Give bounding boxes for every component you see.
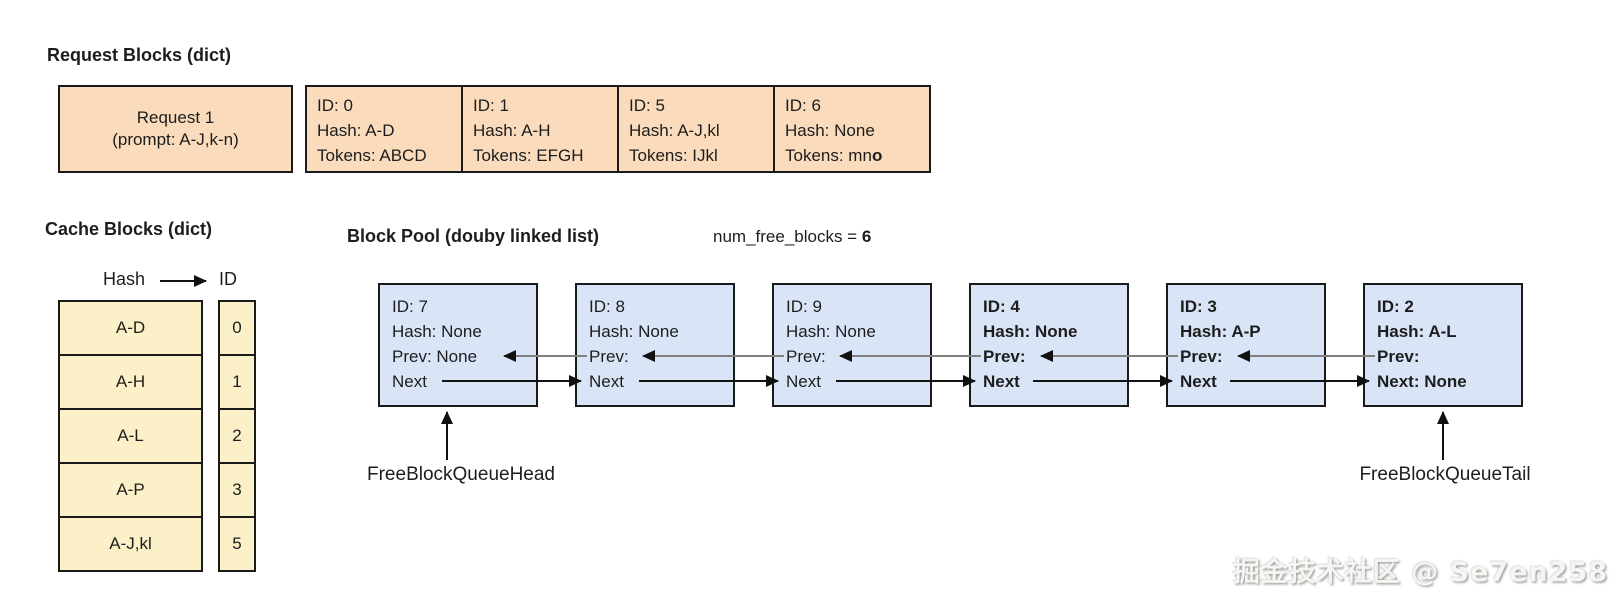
request-block-tokens: Tokens: ABCD [317, 146, 427, 165]
pool-block-prev: Prev: None [392, 347, 478, 366]
cache-id-cell: 0 [218, 300, 256, 356]
free-block-queue-tail-label: FreeBlockQueueTail [1359, 464, 1531, 485]
request-block-hash: Hash: A-H [473, 121, 551, 140]
pool-block-prev: Prev: [1180, 347, 1223, 366]
request-block-tokens: Tokens: EFGH [473, 146, 584, 165]
free-block-queue-head-label: FreeBlockQueueHead [367, 464, 555, 485]
request-block-hash: Hash: A-D [317, 121, 395, 140]
pool-block-hash: Hash: A-L [1377, 322, 1457, 341]
pool-block-id7: ID: 7 Hash: None Prev: None Next [378, 283, 538, 407]
pool-block-prev: Prev: [786, 347, 826, 366]
request-block-tokens: Tokens: IJkl [629, 146, 718, 165]
pool-block-id8: ID: 8 Hash: None Prev: Next [575, 283, 735, 407]
request-block-tokens: Tokens: mno [785, 146, 883, 165]
cache-id-column: 0 1 2 3 5 [218, 300, 256, 572]
request-section-title: Request Blocks (dict) [47, 45, 232, 65]
pool-block-prev: Prev: [589, 347, 629, 366]
cache-hash-cell: A-J,kl [58, 516, 203, 572]
request-block-hash: Hash: None [785, 121, 875, 140]
cache-hash-cell: A-D [58, 300, 203, 356]
pool-block-id: ID: 9 [786, 297, 822, 316]
request-block-id: ID: 1 [473, 96, 509, 115]
num-free-blocks-label: num_free_blocks = [713, 227, 862, 246]
pool-block-next: Next [786, 372, 821, 391]
pool-block-hash: Hash: None [589, 322, 679, 341]
cache-header-hash-label: Hash [103, 269, 146, 289]
cache-hash-cell: A-L [58, 408, 203, 464]
pool-section-title: Block Pool (douby linked list) [347, 226, 600, 246]
pool-block-id2: ID: 2 Hash: A-L Prev: Next: None [1363, 283, 1523, 407]
request-block-id0: ID: 0 Hash: A-D Tokens: ABCD [305, 85, 463, 173]
cache-section-title: Cache Blocks (dict) [45, 219, 213, 239]
cache-id-cell: 5 [218, 516, 256, 572]
pool-block-id: ID: 2 [1377, 297, 1414, 316]
pool-block-next: Next [589, 372, 624, 391]
request-block-hash: Hash: A-J,kl [629, 121, 720, 140]
cache-id-cell: 2 [218, 408, 256, 464]
request-box-line2: (prompt: A-J,k-n) [112, 130, 239, 149]
pool-block-id: ID: 4 [983, 297, 1020, 316]
request-box-line1: Request 1 [136, 108, 215, 127]
pool-block-next: Next [1180, 372, 1217, 391]
cache-id-cell: 1 [218, 354, 256, 410]
pool-block-next: Next [392, 372, 427, 391]
request-block-id: ID: 0 [317, 96, 353, 115]
num-free-blocks-value: 6 [861, 227, 872, 246]
cache-hash-cell: A-P [58, 462, 203, 518]
num-free-blocks-counter: num_free_blocks = 6 [713, 227, 871, 247]
cache-hash-cell: A-H [58, 354, 203, 410]
request-block-id6: ID: 6 Hash: None Tokens: mno [773, 85, 931, 173]
pool-block-hash: Hash: None [786, 322, 876, 341]
cache-id-cell: 3 [218, 462, 256, 518]
request-box: Request 1 (prompt: A-J,k-n) [58, 85, 293, 173]
pool-block-id: ID: 3 [1180, 297, 1217, 316]
cache-hash-column: A-D A-H A-L A-P A-J,kl [58, 300, 203, 572]
request-block-id5: ID: 5 Hash: A-J,kl Tokens: IJkl [617, 85, 775, 173]
pool-block-hash: Hash: None [392, 322, 482, 341]
cache-header-id-label: ID [219, 269, 237, 289]
pool-block-id4: ID: 4 Hash: None Prev: Next [969, 283, 1129, 407]
pool-block-id: ID: 7 [392, 297, 428, 316]
pool-block-hash: Hash: None [983, 322, 1078, 341]
pool-block-next: Next: None [1377, 372, 1467, 391]
pool-block-next: Next [983, 372, 1020, 391]
request-block-id1: ID: 1 Hash: A-H Tokens: EFGH [461, 85, 619, 173]
request-block-id: ID: 6 [785, 96, 821, 115]
pool-block-prev: Prev: [983, 347, 1026, 366]
watermark-text: 掘金技术社区 @ Se7en258 [1232, 557, 1608, 588]
pool-block-hash: Hash: A-P [1180, 322, 1261, 341]
pool-block-id: ID: 8 [589, 297, 625, 316]
pool-block-prev: Prev: [1377, 347, 1420, 366]
pool-block-id9: ID: 9 Hash: None Prev: Next [772, 283, 932, 407]
pool-block-id3: ID: 3 Hash: A-P Prev: Next [1166, 283, 1326, 407]
request-block-id: ID: 5 [629, 96, 665, 115]
